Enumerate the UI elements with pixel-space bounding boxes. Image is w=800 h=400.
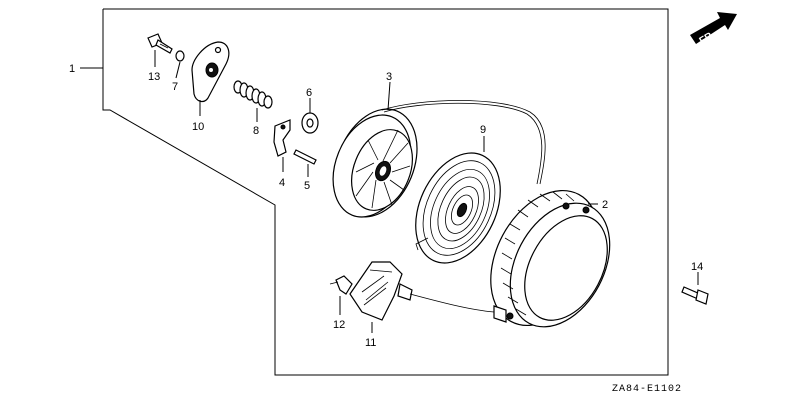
- diagram-code: ZA84-E1102: [612, 384, 682, 395]
- part-14-bolt: [681, 286, 709, 305]
- part-8-spring: [233, 80, 273, 109]
- callout-13: 13: [148, 71, 160, 83]
- part-4-ratchet-pawl: [273, 119, 291, 157]
- callout-8: 8: [253, 125, 259, 137]
- assembly-boundary-frame: [102, 8, 669, 376]
- part-9-recoil-spring: [415, 152, 501, 264]
- part-3-reel: [332, 100, 546, 218]
- part-13-bolt: [147, 33, 173, 54]
- callout-9: 9: [480, 124, 486, 136]
- callout-labels: 1 2 3 4 5 6 7 8 9 10 11 12 13 14: [69, 63, 703, 349]
- part-7-washer: [175, 50, 185, 62]
- leader-lines: [80, 50, 699, 333]
- callout-10: 10: [192, 121, 204, 133]
- callout-3: 3: [386, 71, 392, 83]
- part-11-starter-grip: [349, 261, 495, 321]
- front-direction-arrow-icon: FR.: [690, 12, 737, 47]
- callout-14: 14: [691, 261, 703, 273]
- callout-4: 4: [279, 177, 285, 189]
- callout-7: 7: [172, 81, 178, 93]
- part-12-rope-clip: [329, 275, 353, 295]
- callout-12: 12: [333, 319, 345, 331]
- part-5-pin: [293, 149, 317, 165]
- callout-11: 11: [365, 337, 376, 349]
- callout-5: 5: [304, 180, 310, 192]
- callout-1: 1: [69, 63, 75, 75]
- part-2-starter-case: [490, 189, 611, 328]
- part-6-washer: [301, 112, 319, 134]
- callout-2: 2: [602, 199, 608, 211]
- callout-6: 6: [306, 87, 312, 99]
- part-10-friction-plate: [191, 41, 230, 103]
